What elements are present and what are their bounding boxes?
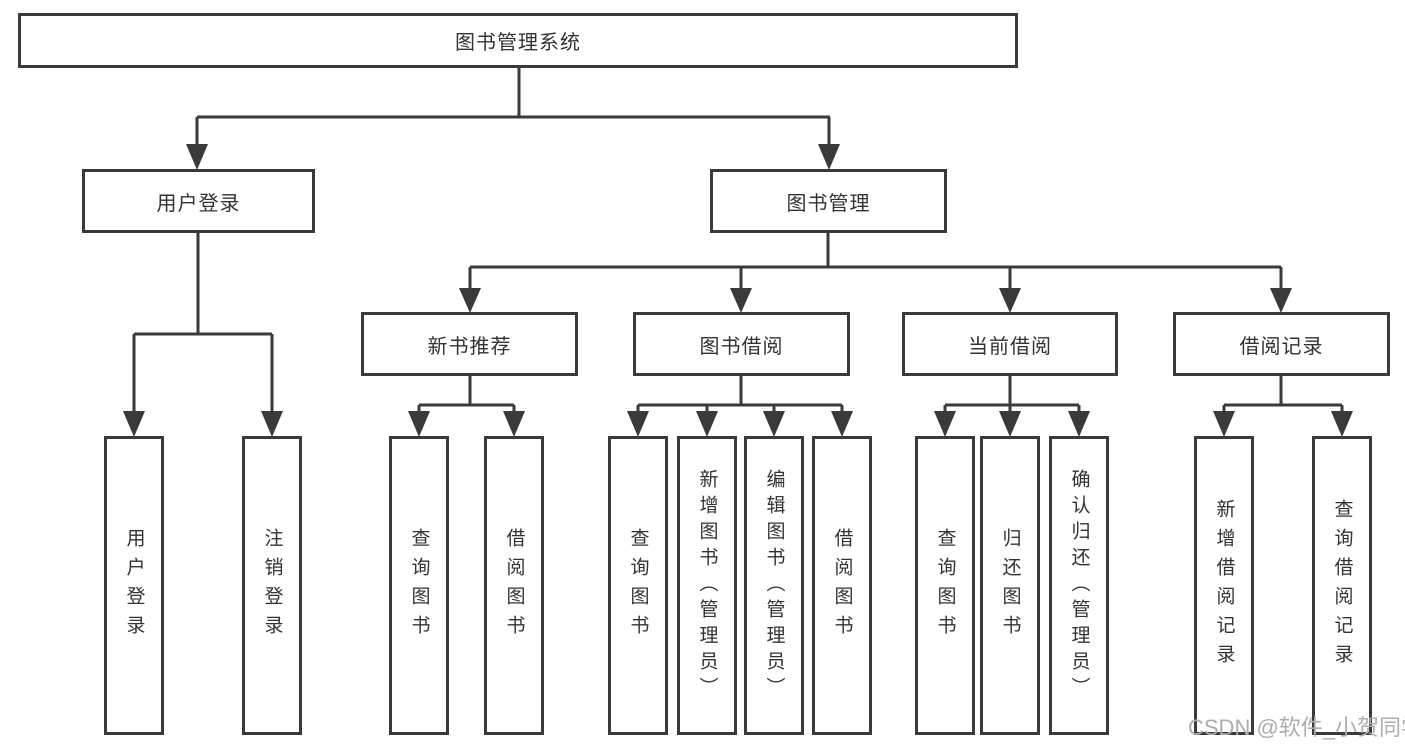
connector-borrow-records-to-leaves [1213, 376, 1353, 437]
leaf-label: 确认归还（管理员） [1068, 468, 1090, 703]
leaf-label: 查询图书 [934, 527, 956, 644]
node-current-borrow: 当前借阅 [902, 312, 1118, 376]
leaf-confirm-return-admin: 确认归还（管理员） [1049, 436, 1109, 735]
node-new-book-recommend: 新书推荐 [361, 312, 578, 376]
node-label: 图书管理 [786, 192, 871, 215]
leaf-label: 借阅图书 [831, 527, 853, 644]
leaf-label: 编辑图书（管理员） [763, 468, 785, 703]
node-library-management-system: 图书管理系统 [18, 13, 1018, 68]
leaf-edit-books-admin: 编辑图书（管理员） [744, 436, 804, 735]
leaf-label: 借阅图书 [503, 527, 525, 644]
node-book-management: 图书管理 [710, 169, 947, 233]
node-book-borrow: 图书借阅 [633, 312, 850, 376]
node-label: 借阅记录 [1239, 335, 1324, 358]
leaf-label: 归还图书 [999, 527, 1021, 644]
leaf-user-login: 用户登录 [104, 436, 164, 735]
leaf-label: 查询图书 [627, 527, 649, 644]
leaf-return-books: 归还图书 [980, 436, 1040, 735]
node-label: 用户登录 [156, 192, 241, 215]
connector-user-login-to-leaves [123, 232, 283, 437]
leaf-label: 查询图书 [408, 527, 430, 644]
leaf-label: 用户登录 [123, 527, 145, 644]
connector-new-book-recommend-to-leaves [408, 376, 525, 437]
node-label: 图书借阅 [699, 335, 784, 358]
connector-book-management-to-level3 [459, 232, 1292, 313]
leaf-query-books-recommend: 查询图书 [389, 436, 449, 735]
leaf-borrow-books: 借阅图书 [812, 436, 872, 735]
leaf-label: 查询借阅记录 [1331, 498, 1353, 673]
connector-book-borrow-to-leaves [627, 376, 853, 437]
leaf-label: 新增图书（管理员） [696, 468, 718, 703]
leaf-add-books-admin: 新增图书（管理员） [677, 436, 737, 735]
node-borrow-records: 借阅记录 [1173, 312, 1390, 376]
node-label: 当前借阅 [968, 335, 1052, 358]
leaf-borrow-books-recommend: 借阅图书 [484, 436, 544, 735]
csdn-watermark: CSDN @软件_小贺同学 [1188, 715, 1405, 740]
leaf-query-books-borrow: 查询图书 [608, 436, 668, 735]
leaf-logout: 注销登录 [242, 436, 302, 735]
node-label: 图书管理系统 [455, 32, 581, 54]
connector-current-borrow-to-leaves [934, 376, 1090, 437]
leaf-label: 新增借阅记录 [1213, 498, 1235, 673]
node-label: 新书推荐 [427, 335, 512, 358]
leaf-add-borrow-record: 新增借阅记录 [1194, 436, 1254, 735]
leaf-query-books-current: 查询图书 [915, 436, 975, 735]
leaf-label: 注销登录 [261, 527, 283, 644]
leaf-query-borrow-record: 查询借阅记录 [1312, 436, 1372, 735]
connector-root-to-level2 [186, 67, 840, 170]
node-user-login: 用户登录 [82, 169, 315, 233]
